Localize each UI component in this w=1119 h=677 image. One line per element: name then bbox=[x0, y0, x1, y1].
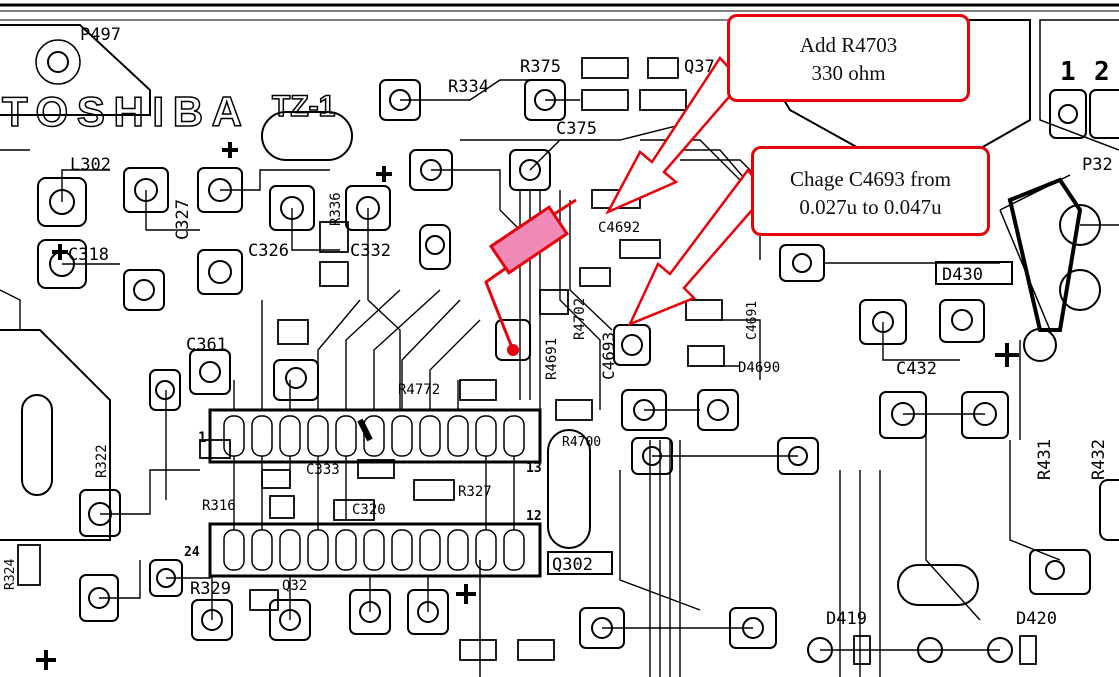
label-r322: R322 bbox=[94, 444, 110, 478]
label-r4700: R4700 bbox=[562, 435, 601, 450]
label-ic-pin24: 24 bbox=[184, 545, 200, 560]
label-r4772: R4772 bbox=[398, 382, 440, 398]
label-c333: C333 bbox=[306, 462, 340, 478]
label-c327: C327 bbox=[173, 199, 193, 240]
label-d430: D430 bbox=[942, 265, 983, 285]
label-ic-pin12: 12 bbox=[526, 509, 542, 524]
label-c375: C375 bbox=[556, 119, 597, 139]
label-r334: R334 bbox=[448, 77, 489, 97]
label-c432: C432 bbox=[896, 359, 937, 379]
label-p32: P32 bbox=[1082, 155, 1113, 175]
label-r431: R431 bbox=[1035, 439, 1055, 480]
label-d4690: D4690 bbox=[738, 360, 780, 376]
label-c4692: C4692 bbox=[598, 220, 640, 236]
model-label: TZ-1 bbox=[272, 90, 335, 123]
brand-logo: TOSHIBA bbox=[2, 88, 242, 135]
label-r336: R336 bbox=[328, 192, 344, 226]
annotation-change-c4693: Chage C4693 from 0.027u to 0.047u bbox=[751, 146, 990, 236]
label-r4691: R4691 bbox=[544, 338, 560, 380]
annotation-line: 330 ohm bbox=[811, 61, 886, 85]
annotation-line: Add R4703 bbox=[799, 33, 898, 57]
label-d419: D419 bbox=[826, 609, 867, 629]
label-c326: C326 bbox=[248, 241, 289, 261]
label-c318: C318 bbox=[68, 245, 109, 265]
label-r4702: R4702 bbox=[572, 298, 588, 340]
label-r375: R375 bbox=[520, 57, 561, 77]
label-c4691: C4691 bbox=[745, 301, 760, 340]
label-c361: C361 bbox=[186, 335, 227, 355]
added-resistor-r4703 bbox=[484, 198, 577, 356]
annotation-line: 0.027u to 0.047u bbox=[799, 195, 942, 219]
label-c4693: C4693 bbox=[599, 332, 618, 380]
label-r327: R327 bbox=[458, 484, 492, 500]
label-r432: R432 bbox=[1089, 439, 1109, 480]
label-q32: Q32 bbox=[282, 578, 307, 594]
label-r316: R316 bbox=[202, 498, 236, 514]
label-pin1: 1 bbox=[1060, 57, 1076, 87]
label-c320: C320 bbox=[352, 502, 386, 518]
label-r329: R329 bbox=[190, 579, 231, 599]
label-pin2: 2 bbox=[1094, 57, 1110, 87]
label-ic-pin1: 1 bbox=[198, 430, 206, 446]
annotation-add-r4703: Add R4703 330 ohm bbox=[727, 14, 970, 102]
label-r324: R324 bbox=[3, 559, 18, 590]
label-c332: C332 bbox=[350, 241, 391, 261]
label-ic-pin13: 13 bbox=[526, 461, 542, 476]
annotation-line: Chage C4693 from bbox=[790, 167, 951, 191]
label-q37: Q37 bbox=[684, 57, 715, 77]
label-p497: P497 bbox=[80, 25, 121, 45]
label-q302: Q302 bbox=[552, 555, 593, 575]
label-l302: L302 bbox=[70, 155, 111, 175]
label-d420: D420 bbox=[1016, 609, 1057, 629]
